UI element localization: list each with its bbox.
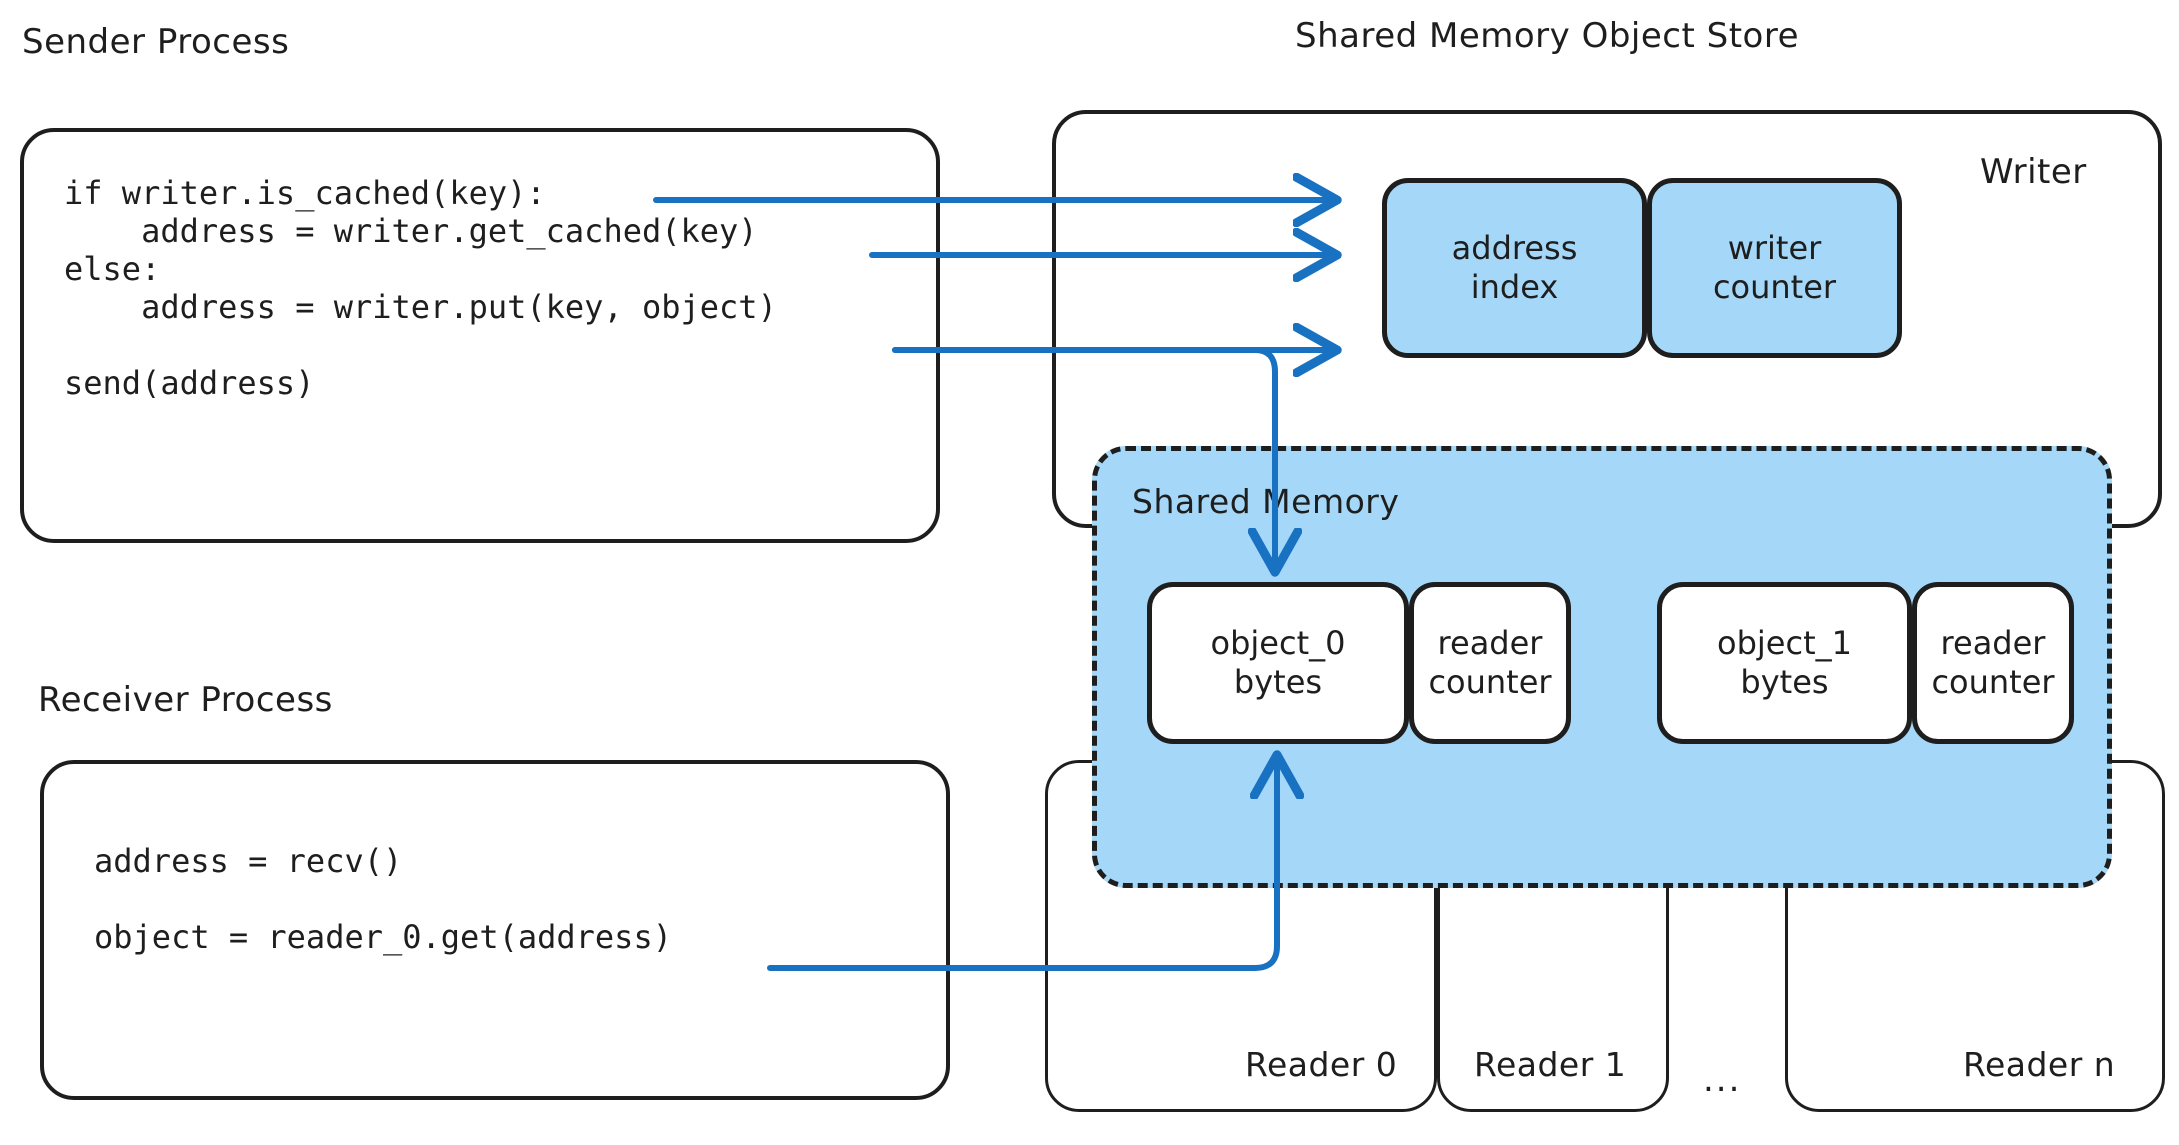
writer-counter-line-1: writer <box>1727 228 1822 267</box>
reader-counter-1-cell: reader counter <box>1912 582 2074 744</box>
reader-1-label: Reader 1 <box>1474 1045 1627 1084</box>
object-1-line-1: object_1 <box>1717 623 1852 662</box>
reader-n-label: Reader n <box>1963 1045 2116 1084</box>
address-index-line-1: address <box>1451 228 1578 267</box>
writer-counter-cell: writer counter <box>1647 178 1902 358</box>
object-store-title: Shared Memory Object Store <box>1295 16 1799 56</box>
sender-code-line-6: send(address) <box>64 364 315 402</box>
sender-code-line-5 <box>64 326 777 364</box>
sender-code-line-1: if writer.is_cached(key): <box>64 174 546 212</box>
reader-counter-0-line-1: reader <box>1437 623 1543 662</box>
receiver-process-title: Receiver Process <box>38 680 333 720</box>
reader-0-label: Reader 0 <box>1245 1045 1398 1084</box>
object-0-line-2: bytes <box>1233 663 1323 701</box>
sender-code-line-3: else: <box>64 250 161 288</box>
sender-code-panel: if writer.is_cached(key): address = writ… <box>20 128 940 543</box>
object-1-line-2: bytes <box>1740 663 1829 701</box>
sender-code-line-4: address = writer.put(key, object) <box>64 288 777 326</box>
object-0-line-1: object_0 <box>1210 623 1346 662</box>
receiver-code-line-3: object = reader_0.get(address) <box>94 918 672 956</box>
object-1-bytes-cell: object_1 bytes <box>1657 582 1912 744</box>
receiver-code-line-2 <box>94 880 672 918</box>
sender-process-title: Sender Process <box>22 22 290 62</box>
reader-counter-1-line-2: counter <box>1931 663 2055 701</box>
writer-counter-line-2: counter <box>1712 268 1837 306</box>
sender-code-line-2: address = writer.get_cached(key) <box>64 212 758 250</box>
reader-ellipsis: ... <box>1703 1060 1742 1100</box>
receiver-code-line-1: address = recv() <box>94 842 403 880</box>
address-index-cell: address index <box>1382 178 1647 358</box>
object-0-bytes-cell: object_0 bytes <box>1147 582 1409 744</box>
reader-counter-0-line-2: counter <box>1428 663 1552 701</box>
receiver-code-panel: address = recv() object = reader_0.get(a… <box>40 760 950 1100</box>
writer-panel-label: Writer <box>1980 152 2087 192</box>
shared-memory-label: Shared Memory <box>1132 482 1400 521</box>
address-index-line-2: index <box>1470 268 1559 306</box>
reader-counter-1-line-1: reader <box>1940 623 2046 662</box>
reader-counter-0-cell: reader counter <box>1409 582 1571 744</box>
